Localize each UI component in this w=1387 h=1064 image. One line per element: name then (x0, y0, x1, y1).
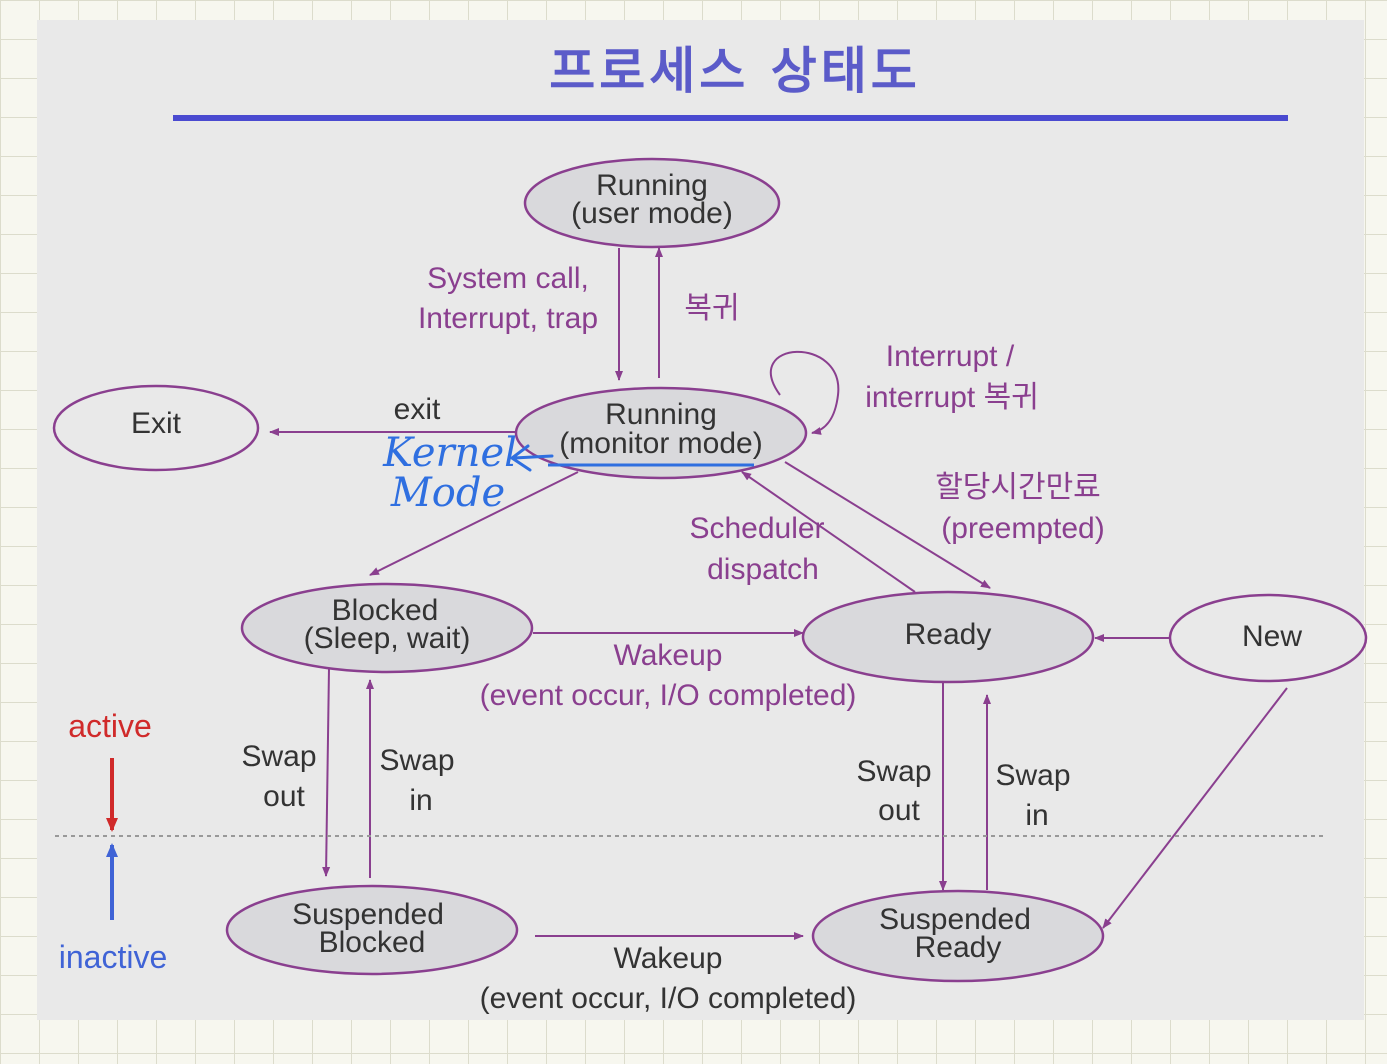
edge-label-preempted-1: 할당시간만료 (935, 471, 1101, 504)
edge-label-return: 복귀 (684, 292, 739, 325)
edge-blocked-swap-out (322, 667, 331, 877)
inactive-label: inactive (59, 939, 168, 975)
edge-label-system-call-1: System call, (427, 262, 589, 295)
state-running-user-label-1: Running (596, 169, 708, 202)
edge-label-swap-out-right-2: out (878, 794, 920, 827)
edge-label-swap-in-left-1: Swap (379, 744, 454, 777)
edge-monitor-to-blocked (369, 471, 579, 576)
edge-label-swap-out-right-1: Swap (856, 755, 931, 788)
edges (269, 247, 1288, 940)
state-new (1168, 593, 1368, 683)
state-running-monitor-label-1: Running (605, 398, 717, 431)
state-suspended-ready (811, 889, 1105, 983)
edge-label-interrupt-2: interrupt 복귀 (865, 381, 1039, 414)
edge-new-to-suspended-ready (1102, 687, 1288, 929)
state-suspended-blocked (225, 884, 519, 976)
state-ready-label: Ready (905, 618, 992, 651)
state-suspended-ready-label-2: Ready (915, 931, 1002, 964)
edge-interrupt-self-loop (770, 350, 840, 435)
state-exit-label: Exit (131, 407, 182, 440)
state-running-monitor-mode (514, 386, 808, 480)
state-running-monitor-label-2: (monitor mode) (559, 427, 762, 460)
edge-label-wakeup-suspended-1: Wakeup (614, 942, 723, 975)
edge-label-swap-in-right-2: in (1025, 799, 1048, 832)
edge-label-wakeup-2: (event occur, I/O completed) (480, 679, 857, 712)
edge-label-swap-in-left-2: in (409, 784, 432, 817)
state-running-user-mode (523, 157, 781, 249)
edge-monitor-to-ready (784, 461, 991, 589)
handwritten-arrow (509, 444, 554, 472)
edge-label-wakeup-suspended-2: (event occur, I/O completed) (480, 982, 857, 1015)
edge-label-exit: exit (394, 393, 441, 426)
edge-label-swap-in-right-1: Swap (995, 759, 1070, 792)
state-blocked-label-2: (Sleep, wait) (304, 622, 471, 655)
state-running-user-label-2: (user mode) (571, 197, 733, 230)
active-label: active (68, 708, 152, 744)
edge-label-dispatch-2: dispatch (707, 553, 819, 586)
diagram-title: 프로세스 상태도 (549, 42, 920, 100)
state-suspended-blocked-label-1: Suspended (292, 898, 444, 931)
states (52, 157, 1368, 983)
state-blocked-label-1: Blocked (332, 594, 439, 627)
edge-label-wakeup-1: Wakeup (614, 639, 723, 672)
edge-label-dispatch-1: Scheduler (689, 512, 824, 545)
state-exit (52, 384, 260, 472)
state-blocked (240, 582, 534, 674)
state-suspended-ready-label-1: Suspended (879, 903, 1031, 936)
handwritten-mode: Mode (390, 470, 505, 516)
edge-label-swap-out-left-2: out (263, 780, 305, 813)
edge-label-system-call-2: Interrupt, trap (418, 302, 598, 335)
handwritten-kernel: Kernel (382, 430, 517, 476)
edge-label-swap-out-left-1: Swap (241, 740, 316, 773)
state-new-label: New (1242, 620, 1302, 653)
state-suspended-blocked-label-2: Blocked (319, 926, 426, 959)
edge-label-preempted-2: (preempted) (941, 512, 1104, 545)
edge-ready-to-monitor (741, 471, 916, 593)
edge-label-interrupt-1: Interrupt / (886, 340, 1015, 373)
state-ready (801, 590, 1095, 684)
